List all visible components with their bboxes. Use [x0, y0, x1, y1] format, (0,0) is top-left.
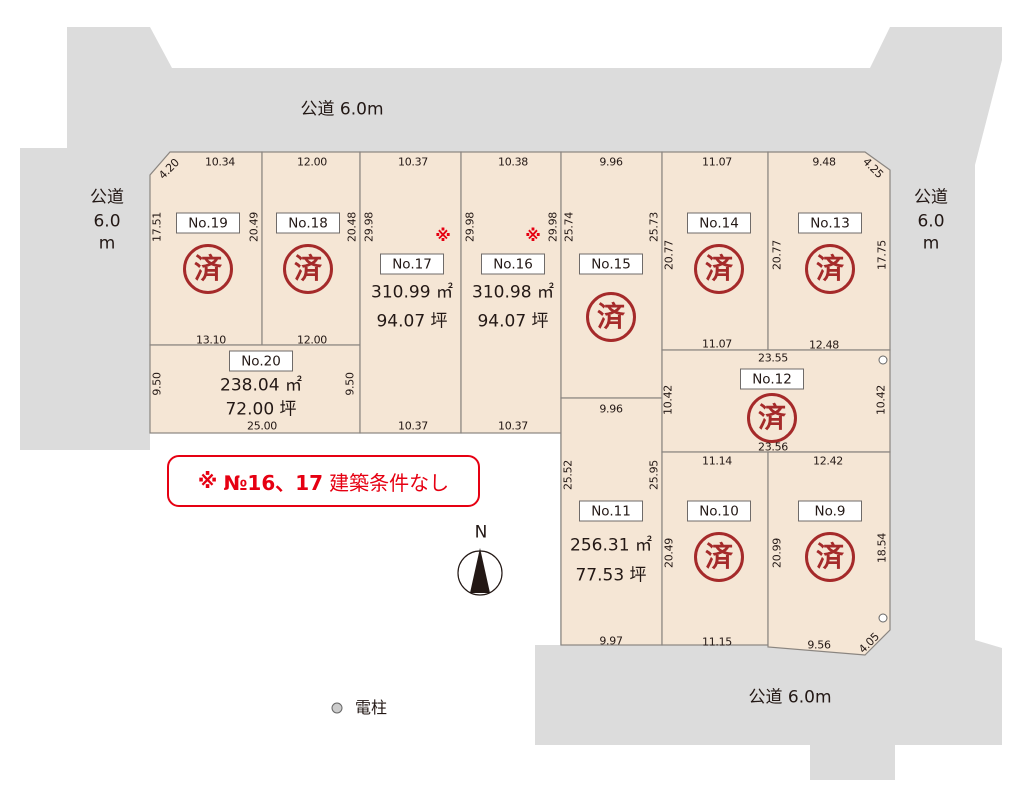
road-label-left: m	[98, 233, 116, 254]
dimension: 10.37	[398, 155, 428, 169]
lot-area-tsubo: 94.07 坪	[376, 311, 448, 332]
dimension: 20.49	[247, 212, 261, 242]
dimension: 29.98	[546, 212, 560, 242]
dimension: 12.42	[813, 454, 843, 468]
condition-mark: ※	[435, 226, 451, 245]
road-label-right: 公道	[914, 187, 948, 208]
lot-label: No.13	[798, 212, 862, 234]
lot-label: No.11	[579, 500, 643, 522]
note-lots: №16、17	[223, 470, 324, 495]
compass-north-label: N	[474, 522, 488, 543]
lot-label: No.19	[176, 212, 240, 234]
lot-area-m2: 238.04 ㎡	[220, 375, 302, 396]
lot-label: No.12	[740, 368, 804, 390]
lot-area-tsubo: 94.07 坪	[477, 311, 549, 332]
dimension: 9.56	[807, 638, 831, 652]
road-label-left: 公道	[90, 187, 124, 208]
building-condition-note: ※ №16、17 建築条件なし	[167, 455, 480, 507]
dimension: 12.00	[297, 333, 327, 347]
dimension: 29.98	[463, 212, 477, 242]
road-label-bottom: 公道 6.0m	[748, 687, 832, 708]
utility-pole-icon	[878, 355, 888, 365]
dimension: 20.77	[662, 240, 676, 270]
dimension: 9.96	[599, 402, 623, 416]
dimension: 9.50	[343, 372, 357, 396]
lot-label: No.9	[798, 500, 862, 522]
lot-area-m2: 310.99 ㎡	[371, 282, 453, 303]
dimension: 20.99	[770, 538, 784, 568]
lot-label: No.14	[687, 212, 751, 234]
dimension: 23.55	[758, 351, 788, 365]
dimension: 9.97	[599, 634, 623, 648]
dimension: 18.54	[875, 533, 889, 563]
dimension: 10.42	[874, 385, 888, 415]
lot-label: No.18	[276, 212, 340, 234]
sold-seal-icon: 済	[283, 244, 333, 294]
dimension: 17.75	[875, 240, 889, 270]
dimension: 10.42	[661, 385, 675, 415]
lot-area-tsubo: 77.53 坪	[575, 565, 647, 586]
dimension: 25.00	[247, 419, 277, 433]
sold-seal-icon: 済	[694, 532, 744, 582]
dimension: 29.98	[362, 212, 376, 242]
lot-label: No.17	[380, 253, 444, 275]
lot-area-m2: 310.98 ㎡	[472, 282, 554, 303]
sold-seal-icon: 済	[805, 244, 855, 294]
dimension: 17.51	[150, 212, 164, 242]
dimension: 20.77	[770, 240, 784, 270]
sold-seal-icon: 済	[586, 292, 636, 342]
legend-pole-label: 電柱	[354, 698, 388, 717]
dimension: 25.73	[647, 212, 661, 242]
note-text: 建築条件なし	[329, 470, 450, 495]
dimension: 9.96	[599, 155, 623, 169]
dimension: 11.15	[702, 635, 732, 649]
lot-area-tsubo: 72.00 坪	[225, 399, 297, 420]
dimension: 13.10	[196, 333, 226, 347]
compass-icon	[457, 548, 503, 596]
lot-11[interactable]	[560, 397, 663, 646]
dimension: 23.56	[758, 440, 788, 454]
sold-seal-icon: 済	[747, 393, 797, 443]
dimension: 25.95	[647, 460, 661, 490]
dimension: 11.14	[702, 454, 732, 468]
note-mark: ※	[197, 469, 218, 493]
road-label-left: 6.0	[93, 211, 121, 232]
sold-seal-icon: 済	[694, 244, 744, 294]
lot-label: No.20	[229, 350, 293, 372]
road-label-right: 6.0	[917, 211, 945, 232]
dimension: 9.50	[150, 372, 164, 396]
dimension: 11.07	[702, 337, 732, 351]
lot-area-m2: 256.31 ㎡	[570, 535, 652, 556]
lot-label: No.16	[481, 253, 545, 275]
utility-pole-icon	[878, 613, 888, 623]
lot-17[interactable]	[359, 151, 462, 434]
lot-16[interactable]	[460, 151, 562, 434]
dimension: 12.48	[809, 338, 839, 352]
road-label-right: m	[922, 233, 940, 254]
dimension: 10.37	[498, 419, 528, 433]
dimension: 10.38	[498, 155, 528, 169]
lot-label: No.15	[579, 253, 643, 275]
sold-seal-icon: 済	[805, 532, 855, 582]
lot-15[interactable]	[560, 151, 663, 399]
dimension: 10.34	[205, 155, 235, 169]
dimension: 9.48	[812, 155, 836, 169]
condition-mark: ※	[525, 226, 541, 245]
dimension: 25.52	[561, 460, 575, 490]
lot-label: No.10	[687, 500, 751, 522]
dimension: 20.48	[345, 212, 359, 242]
dimension: 10.37	[398, 419, 428, 433]
sold-seal-icon: 済	[183, 244, 233, 294]
dimension: 11.07	[702, 155, 732, 169]
road-label-top: 公道 6.0m	[300, 99, 384, 120]
dimension: 12.00	[297, 155, 327, 169]
dimension: 20.49	[662, 538, 676, 568]
dimension: 25.74	[562, 212, 576, 242]
legend-pole-icon	[331, 702, 343, 714]
